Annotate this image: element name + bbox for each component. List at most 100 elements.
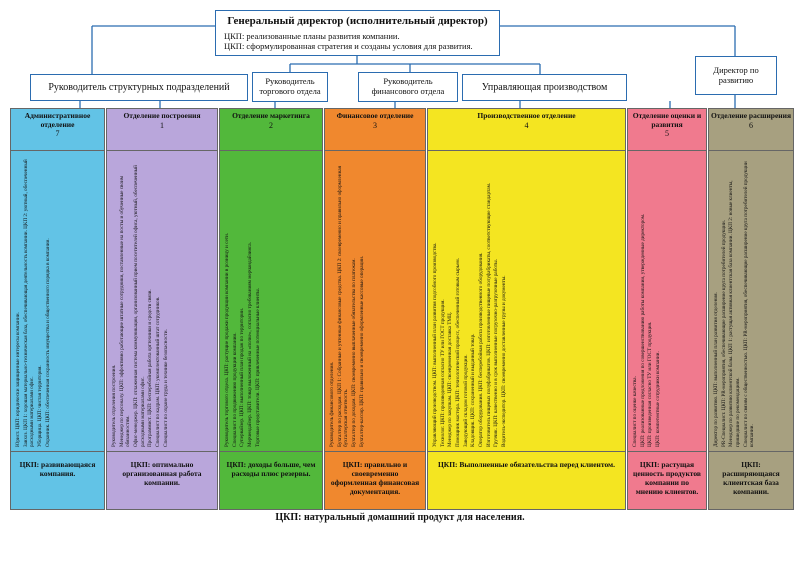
department-ckp: ЦКП: оптимально организованная работа ко…: [107, 451, 217, 509]
staff-item: Заведующий складом готовой продукции.: [462, 354, 469, 447]
staff-item: PR-Специалист. ЦКП: PR-мероприятия, обес…: [720, 220, 727, 447]
department-number: 6: [749, 120, 753, 130]
staff-list: Директор по развитию. ЦКП: выполненный п…: [713, 155, 791, 447]
department-staff: Управляющий производством. ЦКП: выполнен…: [428, 151, 625, 451]
department-ckp: ЦКП: расширяющаяся клиентская база компа…: [709, 451, 793, 509]
department-name: Отделение маркетинга: [232, 111, 310, 120]
staff-item: Бухгалтер по доходам. ЦКП: своевременно …: [350, 258, 357, 447]
staff-item: Технолог. ЦКП: произведенная согласно ТУ…: [439, 299, 446, 447]
staff-item: Специалист по оценке качества.: [632, 376, 638, 447]
staff-item: Супервайзер. ЦКП: выполненный план прода…: [239, 307, 246, 447]
staff-item: Оператор оборудования. ЦКП: бесперебойна…: [477, 252, 484, 447]
manager-trade: Руководитель торгового отдела: [252, 72, 328, 102]
staff-item: Руководитель отделения построения.: [111, 364, 117, 447]
staff-item: Менеджер по закупкам. ЦКП: своевременная…: [447, 311, 454, 447]
staff-item: ЦКП: реализованные предложения по соверш…: [639, 213, 646, 447]
department-name: Отделение расширения: [710, 111, 792, 120]
staff-list: Юрист. ЦКП: юридически защищенные интере…: [15, 155, 102, 447]
staff-item: Уборщица. ЦКП: чистая территория.: [36, 365, 43, 447]
manager-finance: Руководитель финансового отдела: [358, 72, 458, 102]
staff-item: Кладовщик. ЦКП: сохраненный и выданный т…: [470, 333, 477, 447]
staff-item: Специалист по охране труда и технике без…: [162, 329, 169, 447]
staff-list: Руководитель торгового отдела. ЦКП: раст…: [224, 155, 320, 447]
staff-item: Юрист. ЦКП: юридически защищенные интере…: [15, 312, 21, 447]
staff-list: Управляющий производством. ЦКП: выполнен…: [432, 155, 623, 447]
staff-item: Руководитель торгового отдела. ЦКП: раст…: [224, 232, 230, 447]
staff-item: Бухгалтер по расходам. ЦКП 1: Собранные …: [336, 165, 350, 447]
manager-development: Директор по развитию: [695, 56, 777, 95]
department-number: 3: [373, 120, 377, 130]
staff-item: Торговые представители. ЦКП: привлеченны…: [254, 288, 261, 447]
staff-item: Бухгалтер-кассир. ЦКП: правильно и своев…: [358, 255, 365, 447]
staff-item: Охранник. ЦКП: обеспеченная сохранность …: [44, 238, 51, 447]
staff-item: Специалист по кадрам. ЦКП: укомплектован…: [154, 296, 161, 447]
department-number: 4: [524, 120, 529, 130]
manager-finance-label: Руководитель финансового отдела: [371, 76, 445, 96]
department-name: Производственное отделение: [477, 111, 576, 120]
department-staff: Юрист. ЦКП: юридически защищенные интере…: [11, 151, 104, 451]
department-ckp: ЦКП: растущая ценность продуктов компани…: [628, 451, 706, 509]
department-name: Административное отделение: [24, 111, 91, 129]
department-ckp: ЦКП: доходы больше, чем расходы плюс рез…: [220, 451, 322, 509]
ceo-ckp-1: ЦКП: реализованные планы развития компан…: [224, 30, 400, 41]
department-number: 2: [269, 120, 273, 130]
department-number: 5: [665, 129, 669, 139]
staff-item: Помощник мастера. ЦКП: технологический п…: [454, 258, 461, 447]
staff-item: Управляющий производством. ЦКП: выполнен…: [432, 242, 438, 447]
staff-list: Руководитель отделения построения.Менедж…: [111, 155, 215, 447]
department-number: 1: [160, 120, 164, 130]
staff-item: Мерчендайзер. ЦКП: товар выложенный на «…: [246, 241, 253, 447]
department-staff: Специалист по оценке качества.ЦКП: реали…: [628, 151, 706, 451]
manager-production: Управляющая производством: [462, 74, 627, 101]
staff-item: Менеджер по персоналу. ЦКП: эффективно р…: [118, 175, 132, 447]
staff-item: Директор по развитию. ЦКП: выполненный п…: [713, 292, 719, 447]
staff-item: Руководитель финансового отделения.: [329, 362, 335, 447]
staff-item: Офис-менеджер. ЦКП: отлаженная система к…: [132, 165, 146, 447]
department-staff: Руководитель торгового отдела. ЦКП: раст…: [220, 151, 322, 451]
staff-item: Специалист по продвижению продукции комп…: [231, 332, 238, 448]
manager-development-label: Директор по развитию: [713, 64, 759, 85]
staff-item: Программист. ЦКП: бесперебойная работа о…: [147, 289, 154, 447]
manager-structural-label: Руководитель структурных подразделений: [48, 81, 230, 93]
ceo-ckp-2: ЦКП: сформулированная стратегия и создан…: [224, 41, 473, 52]
staff-item: Завхоз. ЦКП 1: хорошая материально-техни…: [22, 159, 36, 447]
staff-item: ЦКП: произведенная согласно ТУ или ГОСТ …: [647, 321, 654, 447]
staff-item: Грузчик. ЦКП: качественно и в срок выпол…: [493, 259, 500, 447]
department-name: Отделение оценки и развития: [632, 111, 702, 129]
department-name: Финансовое отделение: [336, 111, 414, 120]
department-ckp: ЦКП: развивающаяся компания.: [11, 451, 104, 509]
department-ckp: ЦКП: Выполненные обязательства перед кли…: [428, 451, 625, 509]
staff-item: Специалист по связям с общественностью. …: [742, 161, 756, 447]
department-name: Отделение построения: [123, 111, 201, 120]
ceo-box: Генеральный директор (исполнительный дир…: [215, 10, 500, 56]
staff-item: Водитель-экспедитор. ЦКП: своевременно д…: [500, 275, 507, 447]
company-ckp: ЦКП: натуральный домашний продукт для на…: [275, 512, 525, 523]
staff-item: Менеджер по развитию клиентской базы. ЦК…: [728, 180, 741, 447]
ceo-title: Генеральный директор (исполнительный дир…: [227, 15, 488, 27]
department-staff: Руководитель финансового отделения.Бухга…: [325, 151, 425, 451]
staff-item: ЦКП: компетентные сотрудники компании.: [654, 351, 661, 447]
manager-structural: Руководитель структурных подразделений: [30, 74, 248, 101]
manager-production-label: Управляющая производством: [481, 81, 608, 93]
department-staff: Руководитель отделения построения.Менедж…: [107, 151, 217, 451]
manager-trade-label: Руководитель торгового отдела: [259, 76, 321, 96]
department-staff: Директор по развитию. ЦКП: выполненный п…: [709, 151, 793, 451]
department-number: 7: [55, 129, 60, 139]
staff-list: Руководитель финансового отделения.Бухга…: [329, 155, 423, 447]
staff-list: Специалист по оценке качества.ЦКП: реали…: [632, 155, 704, 447]
